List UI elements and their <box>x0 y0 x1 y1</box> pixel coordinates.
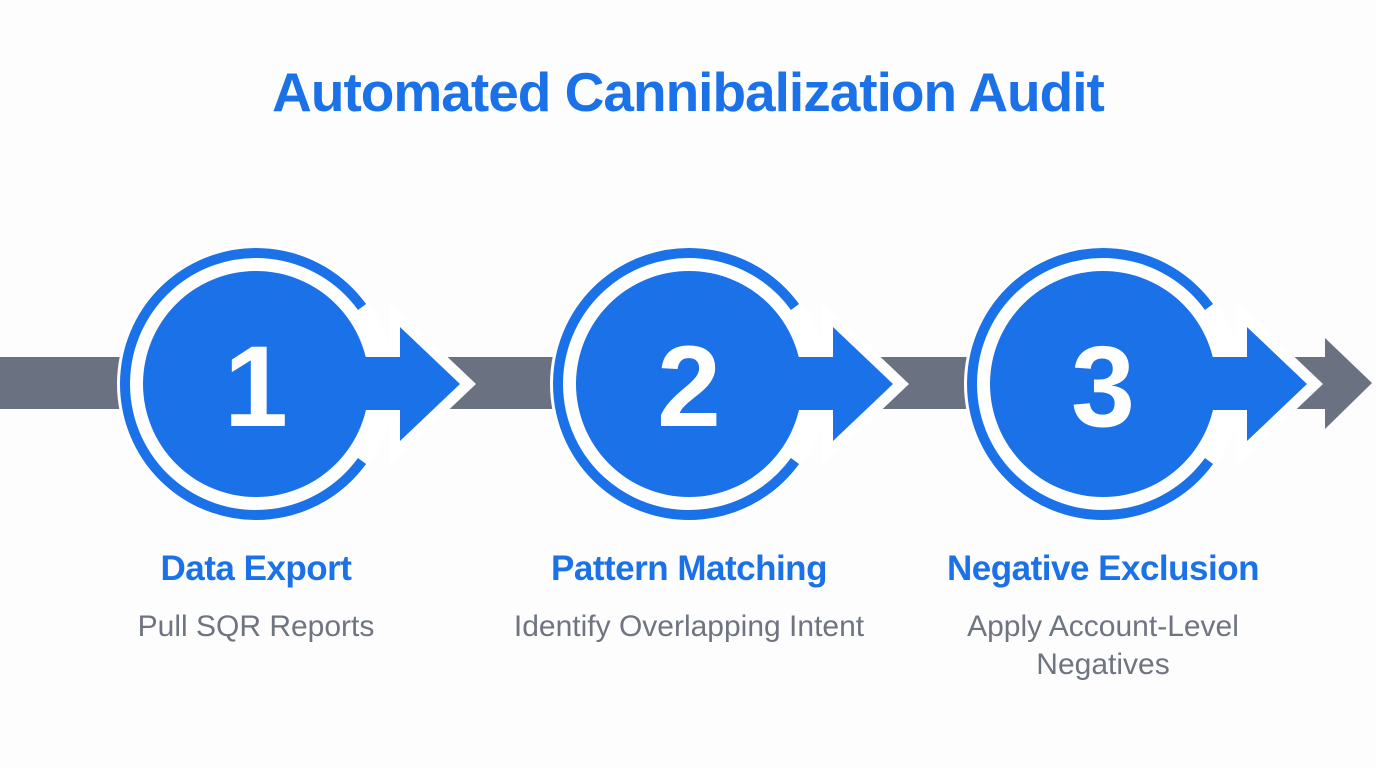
step-arrow-icon <box>256 327 460 441</box>
step-circle-ring <box>967 248 1214 520</box>
step-arrow-icon <box>689 327 893 441</box>
page-title: Automated Cannibalization Audit <box>272 61 1105 123</box>
step-graphic-1: 1 <box>117 245 476 523</box>
step-circle-ring <box>553 248 800 520</box>
step-graphic-2: 2 <box>550 245 909 523</box>
step-number: 3 <box>1071 323 1135 451</box>
step-circle-ring <box>120 248 367 520</box>
step-graphic-3: 3 <box>964 245 1323 523</box>
step-number: 1 <box>224 323 288 451</box>
timeline-end-arrow-icon <box>1325 338 1372 429</box>
step-arrow-icon <box>1103 327 1307 441</box>
step-number: 2 <box>657 323 721 451</box>
